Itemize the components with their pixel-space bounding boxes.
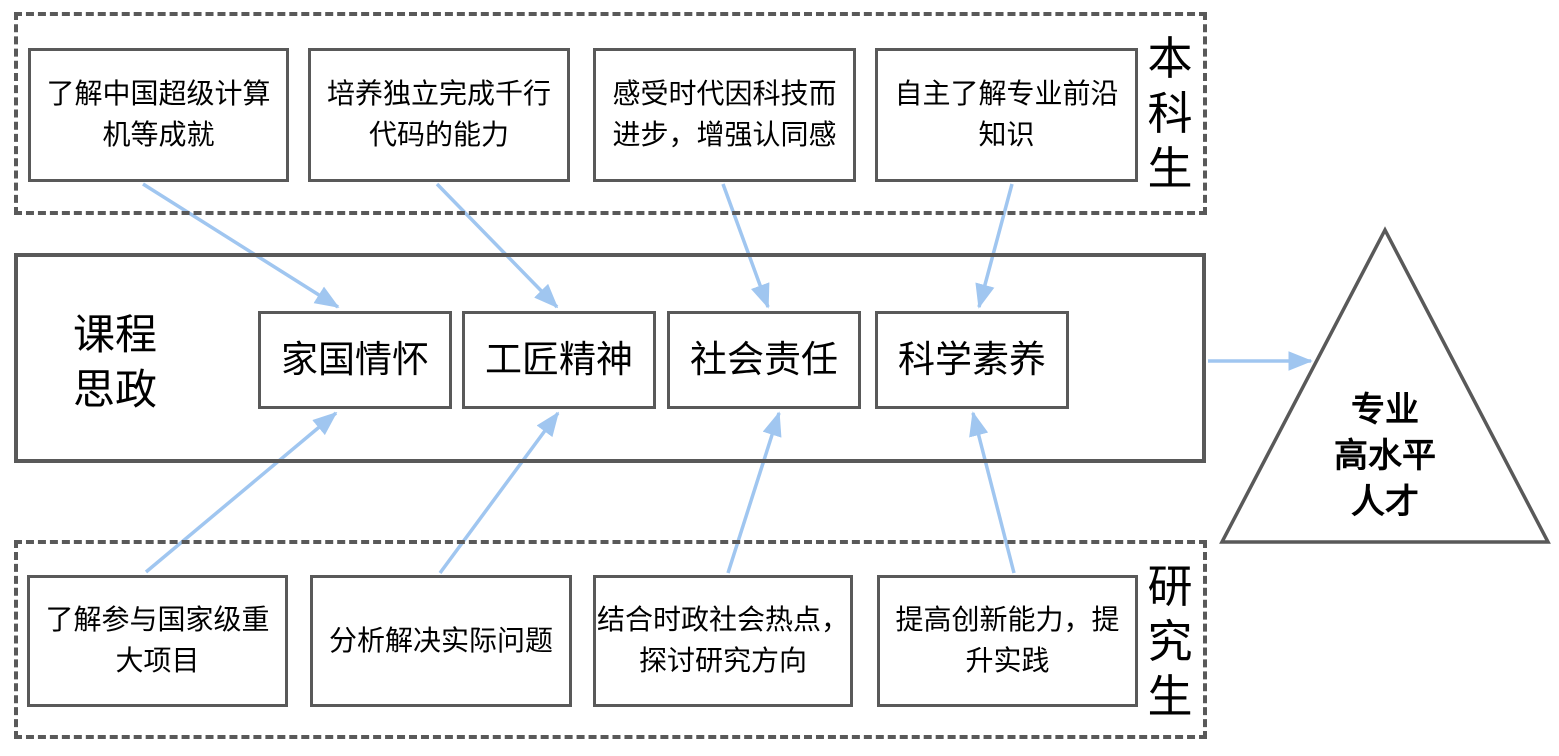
undergrad-goal-box-4: 自主了解专业前沿 知识 — [875, 48, 1138, 182]
course-ideology-label: 课程 思政 — [72, 311, 157, 413]
value-box-social-responsibility: 社会责任 — [667, 311, 861, 409]
undergrad-group-label: 本科生 — [1147, 33, 1193, 194]
undergrad-goal-box-1: 了解中国超级计算 机等成就 — [28, 48, 289, 182]
grad-goal-box-4: 提高创新能力，提 升实践 — [877, 575, 1138, 707]
value-box-craftsmanship: 工匠精神 — [462, 311, 656, 409]
course-ideology-band — [14, 253, 1206, 463]
undergrad-goal-box-2: 培养独立完成千行 代码的能力 — [308, 48, 570, 182]
value-box-scientific-literacy: 科学素养 — [875, 311, 1069, 409]
goal-label: 专业 高水平 人才 — [1334, 391, 1436, 521]
grad-goal-box-2: 分析解决实际问题 — [310, 575, 572, 707]
value-box-patriotism: 家国情怀 — [258, 311, 452, 409]
grad-group-label: 研究生 — [1147, 561, 1193, 722]
grad-group-container — [14, 540, 1207, 739]
undergrad-group-container — [14, 12, 1207, 215]
grad-goal-box-3: 结合时政社会热点， 探讨研究方向 — [593, 575, 853, 707]
undergrad-goal-box-3: 感受时代因科技而 进步，增强认同感 — [593, 48, 856, 182]
grad-goal-box-1: 了解参与国家级重 大项目 — [27, 575, 288, 707]
